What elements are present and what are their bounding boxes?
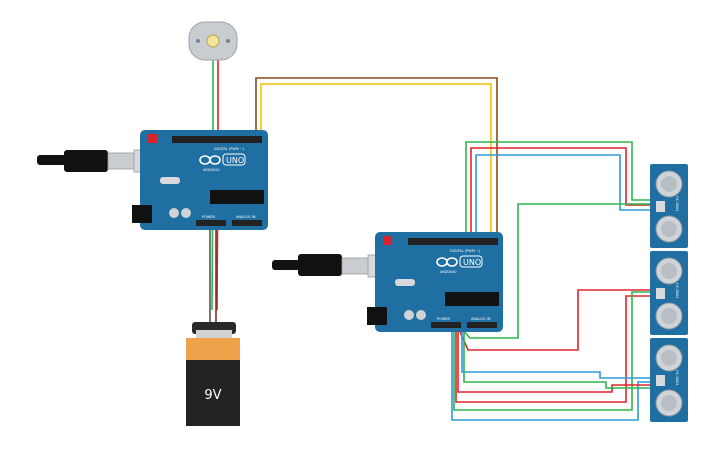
sensor-1-label: HC-SR04 bbox=[675, 196, 679, 212]
battery-9v[interactable]: 9V bbox=[186, 322, 240, 426]
sensor-3-mesh-top bbox=[661, 350, 677, 366]
board-1-cap-1 bbox=[169, 208, 179, 218]
board-2-reset[interactable] bbox=[383, 236, 392, 245]
wire-blue-s3b[interactable] bbox=[451, 327, 650, 421]
board-2-logo-right bbox=[446, 257, 458, 267]
sensor-1-mesh-bottom bbox=[661, 221, 677, 237]
board-2-model: UNO bbox=[463, 258, 481, 267]
wire-green-s1[interactable] bbox=[459, 203, 650, 339]
sensor-2-label: HC-SR04 bbox=[675, 283, 679, 299]
sensor-2-mesh-top bbox=[661, 263, 677, 279]
board-2-header-top bbox=[408, 238, 498, 245]
board-1-header-top bbox=[172, 136, 262, 143]
wire-green-s1-top[interactable] bbox=[465, 141, 650, 240]
board-2-header-bottom-right bbox=[467, 322, 497, 328]
board-1-brand: ARDUINO bbox=[203, 168, 220, 172]
board-1-logo-right bbox=[209, 155, 221, 165]
battery-black-body bbox=[186, 360, 240, 426]
wire-blue-s3[interactable] bbox=[461, 327, 650, 379]
board-2-digital-label: DIGITAL (PWM ~) bbox=[450, 249, 481, 253]
board-2-power-jack bbox=[367, 307, 387, 325]
wire-blue-s1-top[interactable] bbox=[475, 154, 650, 240]
wire-red-s1-top[interactable] bbox=[470, 147, 650, 240]
board-1-analog-label: ANALOG IN bbox=[236, 215, 256, 219]
board-2-analog-label: ANALOG IN bbox=[471, 317, 491, 321]
battery-orange-band bbox=[186, 338, 240, 360]
board-2-cap-2 bbox=[416, 310, 426, 320]
board-1-power-jack bbox=[132, 205, 152, 223]
board-2-pcb bbox=[375, 232, 503, 332]
motor-screw-left bbox=[196, 39, 200, 43]
sensor-2-crystal bbox=[656, 288, 665, 299]
board-2-uno-box bbox=[459, 255, 483, 268]
board-2-brand: ARDUINO bbox=[440, 270, 457, 274]
board-1-model: UNO bbox=[226, 156, 244, 165]
sensor-1-crystal bbox=[656, 201, 665, 212]
usb-cable-1[interactable] bbox=[37, 149, 159, 173]
board-2-cap-1 bbox=[404, 310, 414, 320]
sensor-2-mesh-bottom bbox=[661, 308, 677, 324]
sensor-3-label: HC-SR04 bbox=[675, 370, 679, 386]
battery-top-cap bbox=[196, 330, 232, 340]
usb-cable-2[interactable] bbox=[272, 254, 393, 278]
wire-red-s2b[interactable] bbox=[455, 295, 650, 403]
board-2-power-label: POWER bbox=[437, 317, 451, 321]
ultrasonic-sensor-3[interactable]: HC-SR04 bbox=[650, 338, 688, 422]
usb-2-plug-black bbox=[272, 260, 300, 270]
sensor-3-crystal bbox=[656, 375, 665, 386]
sensor-1-mesh-top bbox=[661, 176, 677, 192]
battery-label: 9V bbox=[204, 388, 221, 403]
usb-plug-black bbox=[37, 155, 67, 165]
motor-shaft bbox=[206, 34, 220, 48]
board-1-header-bottom-left bbox=[196, 220, 226, 226]
board-1-cap-2 bbox=[181, 208, 191, 218]
wire-green-s3[interactable] bbox=[463, 327, 650, 389]
wire-red-s3[interactable] bbox=[457, 327, 650, 393]
sensor-3-mesh-bottom bbox=[661, 395, 677, 411]
arduino-board-1[interactable]: DIGITAL (PWM ~) UNO ARDUINO POWER ANALOG… bbox=[132, 130, 268, 230]
board-1-power-label: POWER bbox=[202, 215, 216, 219]
board-2-header-bottom-left bbox=[431, 322, 461, 328]
ultrasonic-sensor-2[interactable]: HC-SR04 bbox=[650, 251, 688, 335]
wires bbox=[209, 58, 650, 421]
dc-motor[interactable] bbox=[188, 21, 238, 61]
wire-green-s2b[interactable] bbox=[453, 291, 650, 411]
board-1-crystal bbox=[160, 177, 180, 184]
usb-connector bbox=[107, 152, 137, 170]
board-1-header-bottom-right bbox=[232, 220, 262, 226]
usb-2-connector bbox=[341, 257, 371, 275]
wire-yellow-link[interactable] bbox=[260, 83, 492, 240]
motor-screw-right bbox=[226, 39, 230, 43]
board-1-reset[interactable] bbox=[148, 134, 157, 143]
arduino-board-2[interactable]: DIGITAL (PWM ~) UNO ARDUINO POWER ANALOG… bbox=[367, 232, 503, 332]
board-2-crystal bbox=[395, 279, 415, 286]
usb-2-plug-body bbox=[298, 254, 342, 276]
ultrasonic-sensor-1[interactable]: HC-SR04 bbox=[650, 164, 688, 248]
usb-plug-body bbox=[64, 150, 108, 172]
board-1-pcb bbox=[140, 130, 268, 230]
board-1-digital-label: DIGITAL (PWM ~) bbox=[214, 147, 245, 151]
board-1-uno-box bbox=[222, 153, 246, 166]
board-2-chip bbox=[445, 292, 499, 306]
board-1-chip bbox=[210, 190, 264, 204]
wire-brown-link[interactable] bbox=[255, 77, 498, 240]
